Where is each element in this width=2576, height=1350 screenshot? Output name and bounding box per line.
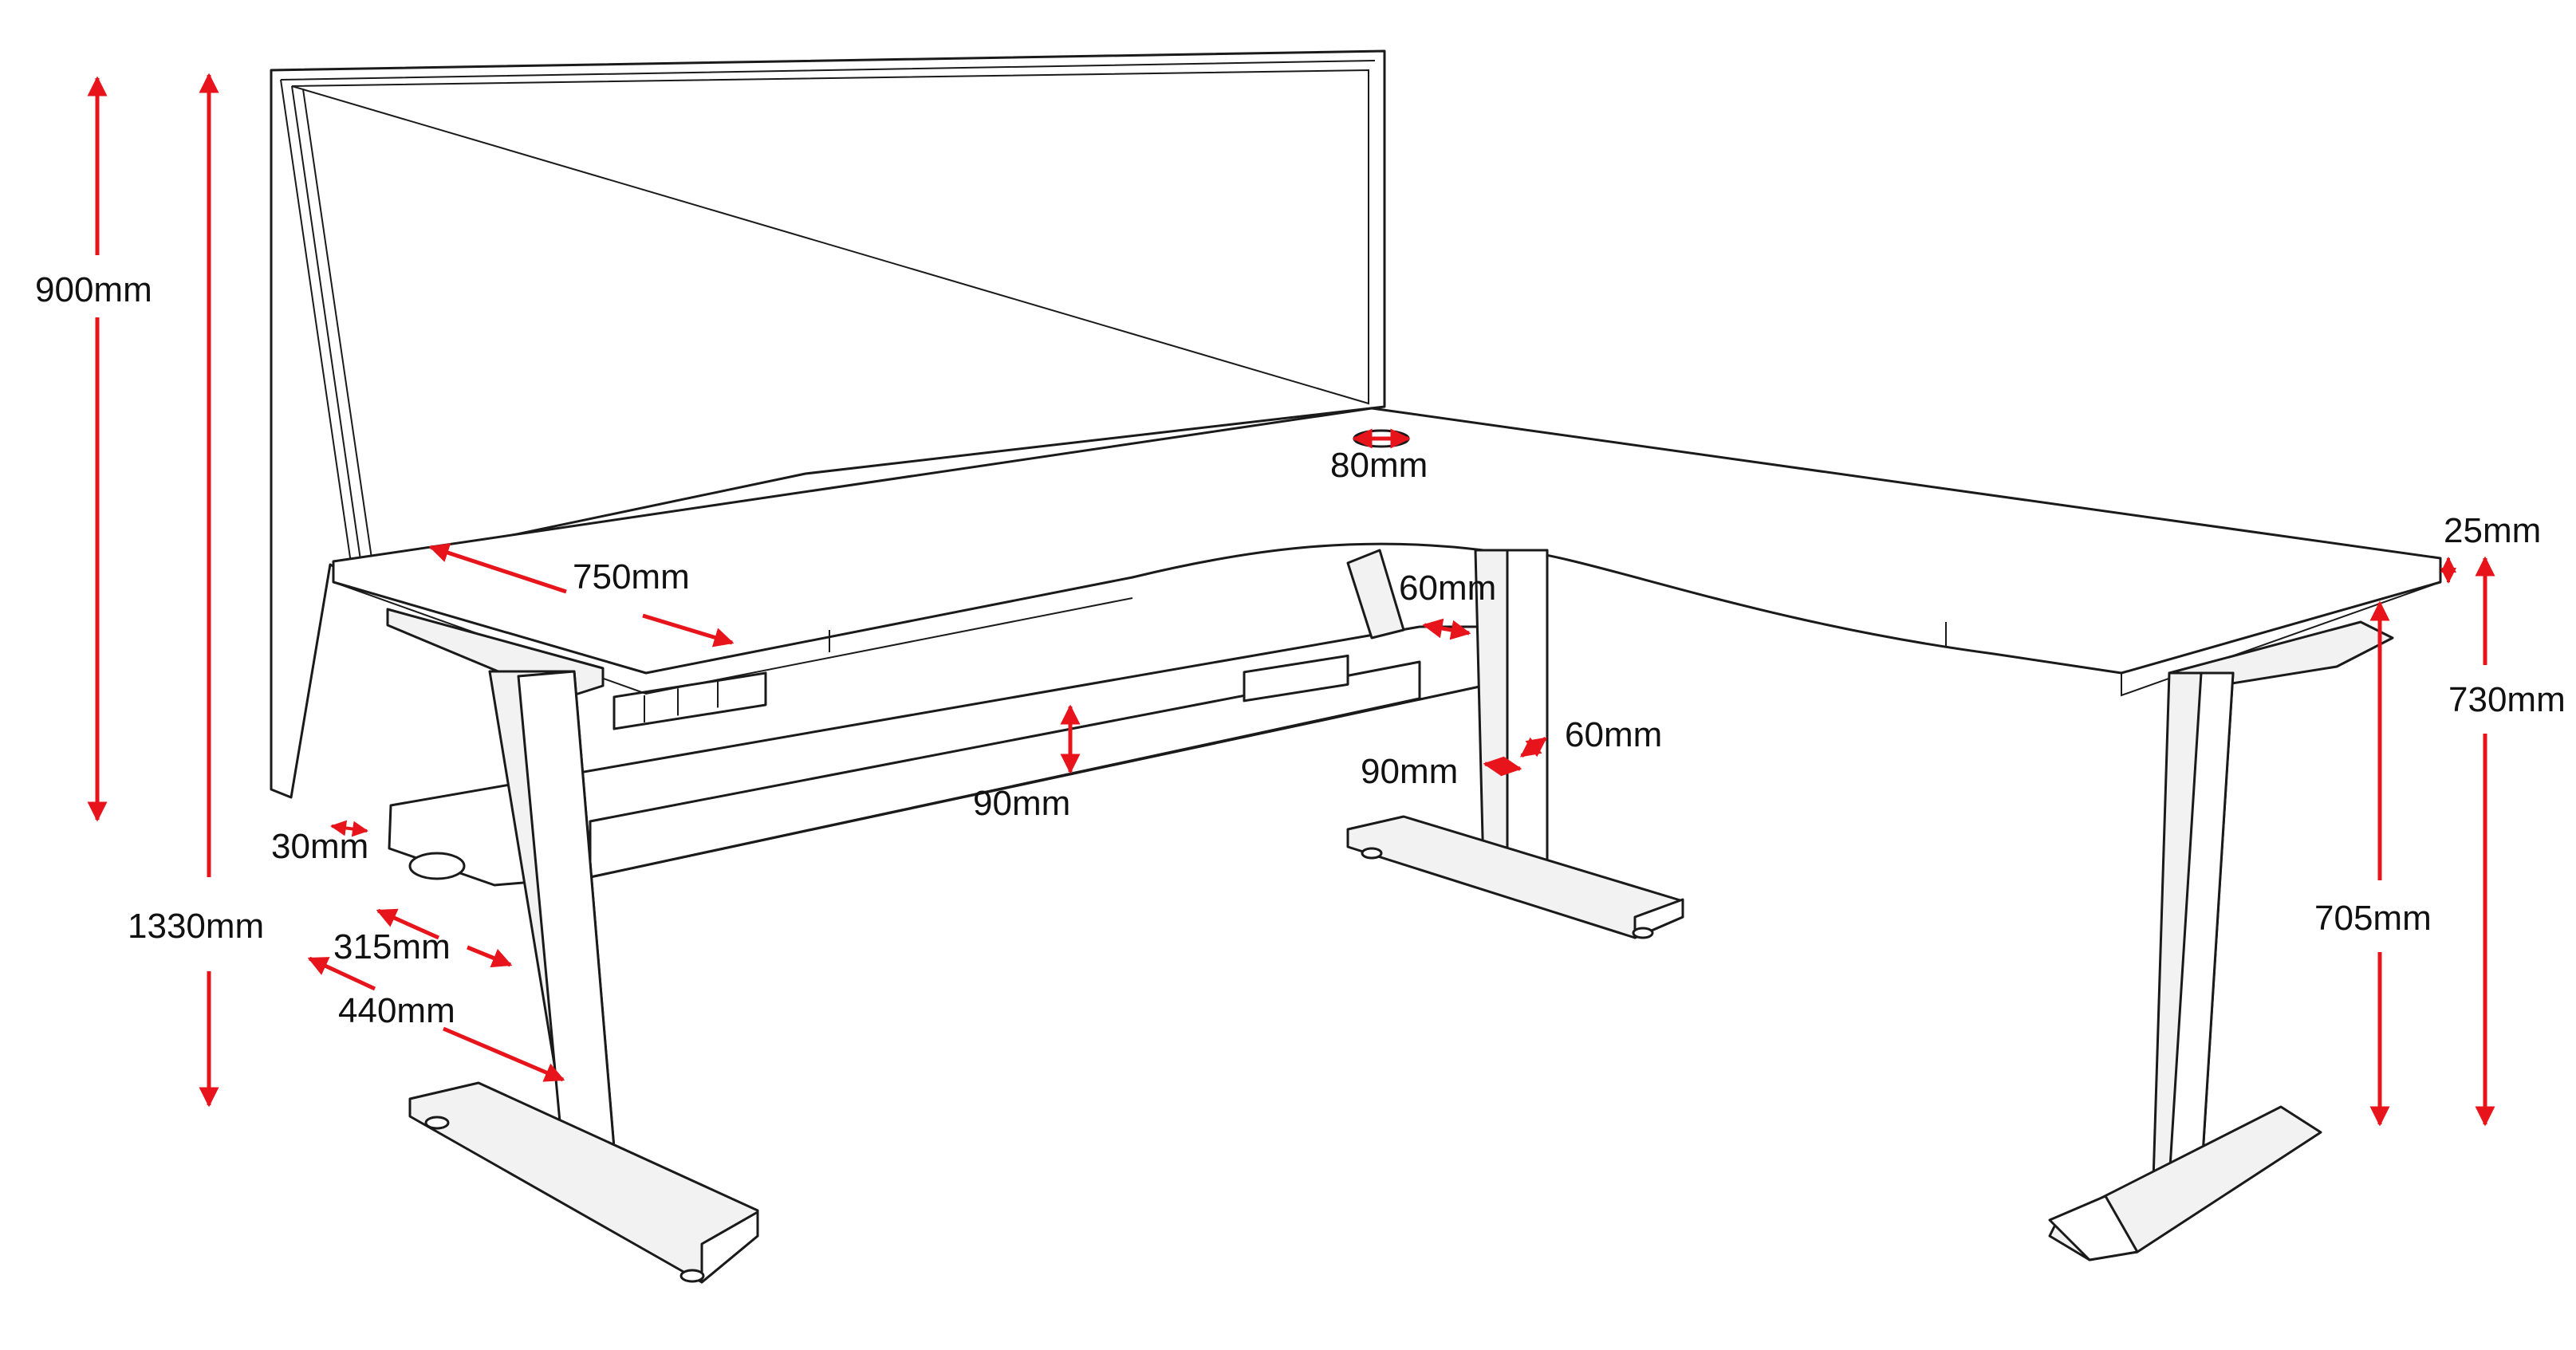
leg-glide xyxy=(1632,927,1654,939)
label-foot-length: 440mm xyxy=(338,991,455,1030)
label-desk-height: 730mm xyxy=(2448,680,2566,719)
label-total-height: 1330mm xyxy=(128,907,265,946)
leg-glide xyxy=(424,1116,450,1130)
privacy-screen xyxy=(270,49,1386,799)
power-outlet-right xyxy=(1243,654,1349,703)
power-outlet-left xyxy=(612,671,767,730)
leg-glide xyxy=(1361,847,1383,860)
dimension-arrow-440mm-a xyxy=(307,956,376,991)
dimension-arrow-90mm-leg xyxy=(1483,756,1522,777)
dimension-arrow-60mm-beam xyxy=(1422,618,1471,640)
label-beam-height: 90mm xyxy=(973,784,1071,823)
label-grommet: 80mm xyxy=(1330,446,1428,485)
label-top-thickness: 25mm xyxy=(2444,511,2542,550)
dimension-arrow-30mm xyxy=(330,820,368,837)
leg-glide xyxy=(679,1269,705,1283)
dimension-arrow-440mm-b xyxy=(443,1026,565,1082)
label-desk-depth: 750mm xyxy=(573,557,690,596)
dimension-arrow-750mm-a xyxy=(428,543,567,594)
label-beam-width: 60mm xyxy=(1399,569,1497,608)
label-screen-height: 900mm xyxy=(35,270,152,309)
label-leg-depth-side: 60mm xyxy=(1565,715,1663,754)
label-screen-gap: 30mm xyxy=(271,827,369,866)
dimension-arrow-315mm-a xyxy=(376,908,440,940)
dimension-arrow-315mm-b xyxy=(467,945,513,968)
label-leg-height: 705mm xyxy=(2314,899,2432,938)
dimension-arrow-750mm-b xyxy=(642,613,735,647)
cable-access-hole xyxy=(408,852,466,880)
cable-tray xyxy=(388,625,1485,887)
dimension-arrow-60mm-leg xyxy=(1519,736,1548,758)
label-leg-width: 90mm xyxy=(1361,752,1459,791)
right-leg xyxy=(2048,620,2394,1261)
left-leg xyxy=(386,608,759,1284)
middle-leg xyxy=(1346,549,1684,939)
label-leg-offset: 315mm xyxy=(333,927,451,966)
